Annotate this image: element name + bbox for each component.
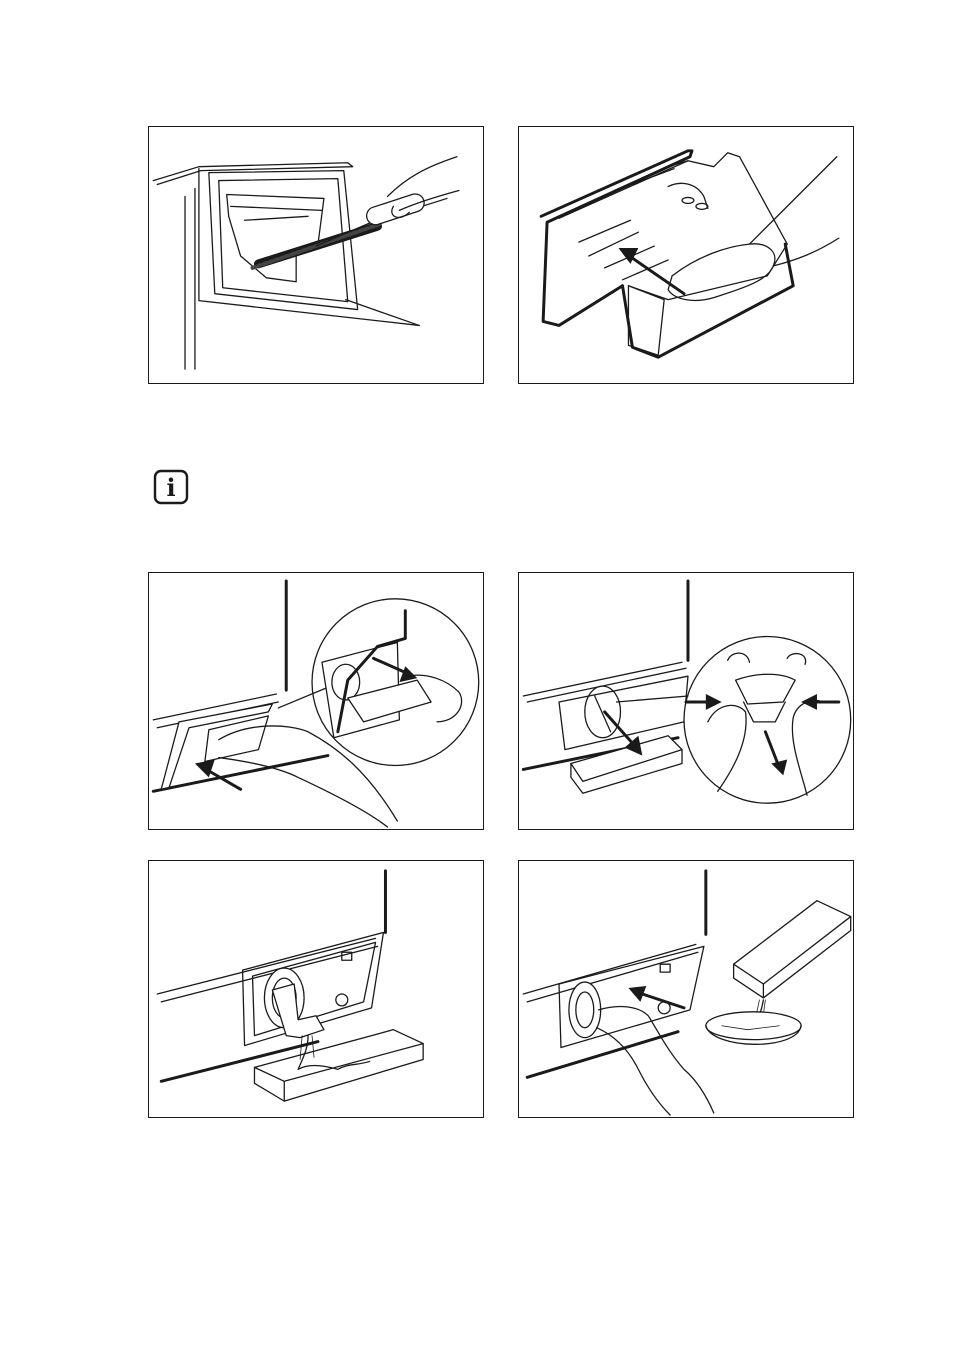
dispenser-drawer-illustration	[519, 127, 853, 383]
figure-drain-water-into-tray	[148, 860, 484, 1118]
figure-open-filter-flap	[148, 572, 484, 830]
drain-water-illustration	[149, 861, 483, 1117]
filter-flap-illustration	[149, 573, 483, 829]
figure-pull-out-drain-hose	[518, 572, 854, 830]
figure-refit-drain-hose	[518, 860, 854, 1118]
refit-hose-illustration	[519, 861, 853, 1117]
figure-clean-dispenser-recess	[148, 126, 484, 384]
arrow-icon	[628, 986, 684, 1008]
brush-cleaning-illustration	[149, 127, 483, 383]
info-icon: i	[153, 469, 189, 505]
drain-hose-illustration	[519, 573, 853, 829]
info-symbol: i	[166, 473, 175, 502]
figure-reinsert-dispenser-drawer	[518, 126, 854, 384]
